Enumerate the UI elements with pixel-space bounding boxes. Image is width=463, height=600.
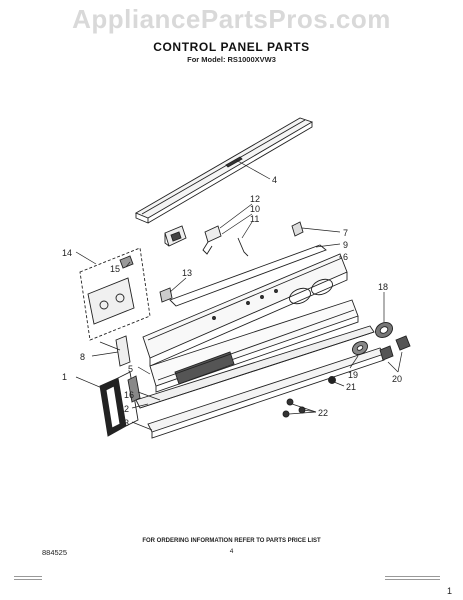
ordering-note: FOR ORDERING INFORMATION REFER TO PARTS … [142,538,321,544]
leader-lines [75,159,403,431]
page-number: 4 [229,548,234,555]
callout-1: 1 [62,372,67,382]
part-7-clip [291,221,304,237]
document-number: 884525 [42,548,68,557]
part-8-side-bracket [115,335,131,367]
part-9-overlay [169,244,327,307]
watermark: AppliancePartsPros.com [72,4,391,34]
corner-number: 1 [447,586,453,596]
part-6-control-panel [142,253,348,367]
part-4-trim-strip [134,117,314,224]
callout-5: 5 [128,364,133,374]
callout-9: 9 [343,240,348,250]
callout-6: 6 [343,252,348,262]
model-subtitle: For Model: RS1000XVW3 [187,55,276,64]
callout-16: 16 [124,390,134,400]
callout-20: 20 [392,374,402,384]
fine-print-right [385,575,440,580]
fine-print-left [14,575,42,580]
page-title: CONTROL PANEL PARTS [153,40,310,54]
callout-21: 21 [346,382,356,392]
part-14-clock-assembly [79,247,151,341]
callout-18: 18 [378,282,388,292]
callout-3: 3 [124,418,129,428]
part-10-12-switch [164,225,249,257]
part-19-bezel [352,340,368,356]
part-18-20-knobs [375,322,411,361]
callout-19: 19 [348,370,358,380]
part-1-end-cap [99,371,141,437]
callout-8: 8 [80,352,85,362]
callout-22: 22 [318,408,328,418]
callout-2: 2 [124,404,129,414]
callout-13: 13 [182,268,192,278]
callouts: 4 12 10 11 7 9 6 14 15 13 18 8 5 1 16 2 … [62,175,402,428]
callout-15: 15 [110,264,120,274]
callout-12: 12 [250,194,260,204]
callout-14: 14 [62,248,72,258]
part-5-lower-panel [149,299,359,393]
callout-4: 4 [272,175,277,185]
part-13-bracket [159,287,173,303]
callout-7: 7 [343,228,348,238]
callout-10: 10 [250,204,260,214]
callout-11: 11 [250,214,259,224]
